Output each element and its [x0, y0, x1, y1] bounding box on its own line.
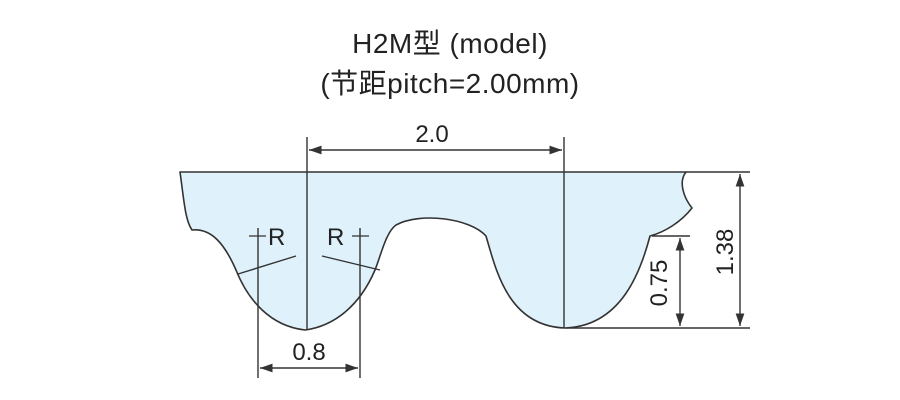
belt-profile: [179, 171, 693, 331]
radius-right-leader: [321, 255, 381, 271]
tooth-height-label: 0.75: [646, 260, 673, 307]
radius-left-label: R: [268, 224, 285, 251]
radius-right-label: R: [327, 224, 344, 251]
tooth-width-label: 0.8: [292, 339, 325, 366]
radius-left-leader: [237, 255, 297, 275]
diagram-subtitle: (节距pitch=2.00mm): [320, 68, 580, 99]
pitch-label: 2.0: [415, 121, 448, 148]
diagram-title: H2M型 (model): [352, 28, 548, 59]
total-height-label: 1.38: [712, 229, 739, 276]
